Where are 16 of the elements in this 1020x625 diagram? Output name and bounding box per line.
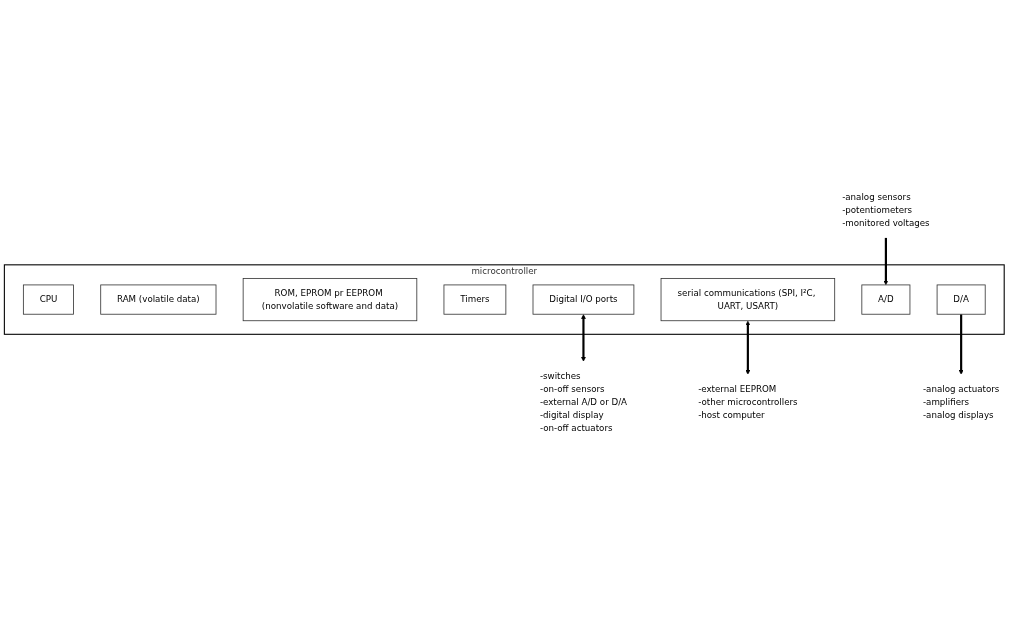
node-box: serial communications (SPI, I²C, UART, USART) — [660, 277, 836, 322]
node-box: ROM, EPROM pr EEPROM (nonvolatile software and data) — [242, 277, 418, 322]
arrow — [958, 314, 964, 375]
node-box: A/D — [861, 284, 911, 315]
node-box: RAM (volatile data) — [100, 284, 217, 315]
node-box: Timers — [443, 284, 507, 315]
node-box: CPU — [22, 284, 74, 315]
node-text: -external EEPROM -other microcontrollers -host computer — [698, 383, 798, 420]
node-box: Digital I/O ports — [532, 284, 635, 315]
node-box: D/A — [936, 284, 986, 315]
node-text: -switches -on-off sensors -external A/D or D/A -digital display -on-off actuators — [539, 370, 628, 433]
node-text: -analog sensors -potentiometers -monitored voltages — [842, 191, 930, 228]
arrow — [883, 237, 889, 286]
node-text: -analog actuators -amplifiers -analog displays — [922, 383, 1000, 420]
arrow — [581, 314, 586, 362]
arrow — [745, 320, 751, 375]
